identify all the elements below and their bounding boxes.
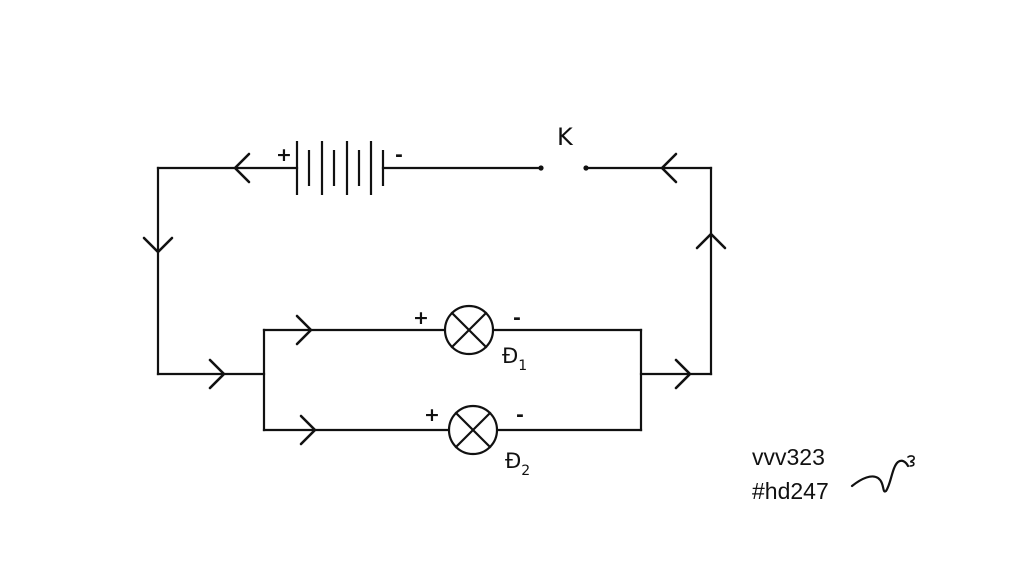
switch-label: K bbox=[557, 123, 574, 151]
lamp-1 bbox=[443, 304, 495, 356]
watermark-tag: #hd247 bbox=[752, 478, 829, 504]
lamp1-minus-sign: - bbox=[513, 307, 521, 329]
lamp-2 bbox=[447, 404, 499, 456]
signature-icon bbox=[850, 459, 910, 493]
arrow-left-down-icon bbox=[142, 236, 174, 254]
battery-plus-sign: + bbox=[276, 144, 292, 166]
lamp1-index: 1 bbox=[518, 358, 527, 374]
arrow-branch2-icon bbox=[299, 414, 317, 446]
lamp1-label: Đ1 bbox=[502, 344, 527, 374]
arrow-bottom-left-icon bbox=[208, 358, 226, 390]
lamp1-name: Đ bbox=[502, 344, 518, 368]
lamp2-index: 2 bbox=[521, 463, 530, 479]
arrow-top-right-icon bbox=[660, 152, 678, 184]
switch-k bbox=[538, 165, 589, 171]
battery bbox=[295, 141, 385, 195]
arrow-right-up-icon bbox=[695, 232, 727, 250]
arrow-bottom-right-icon bbox=[674, 358, 692, 390]
battery-minus-sign: - bbox=[395, 144, 403, 166]
lamp2-name: Đ bbox=[505, 449, 521, 473]
lamp2-plus-sign: + bbox=[424, 404, 440, 426]
signature-flourish-icon bbox=[907, 455, 915, 467]
watermark-user: vvv323 bbox=[752, 444, 825, 470]
lamp2-minus-sign: - bbox=[516, 404, 524, 426]
lamp1-plus-sign: + bbox=[413, 307, 429, 329]
arrow-branch1-icon bbox=[295, 314, 313, 346]
lamp2-label: Đ2 bbox=[505, 449, 530, 479]
arrow-top-left-icon bbox=[233, 152, 251, 184]
